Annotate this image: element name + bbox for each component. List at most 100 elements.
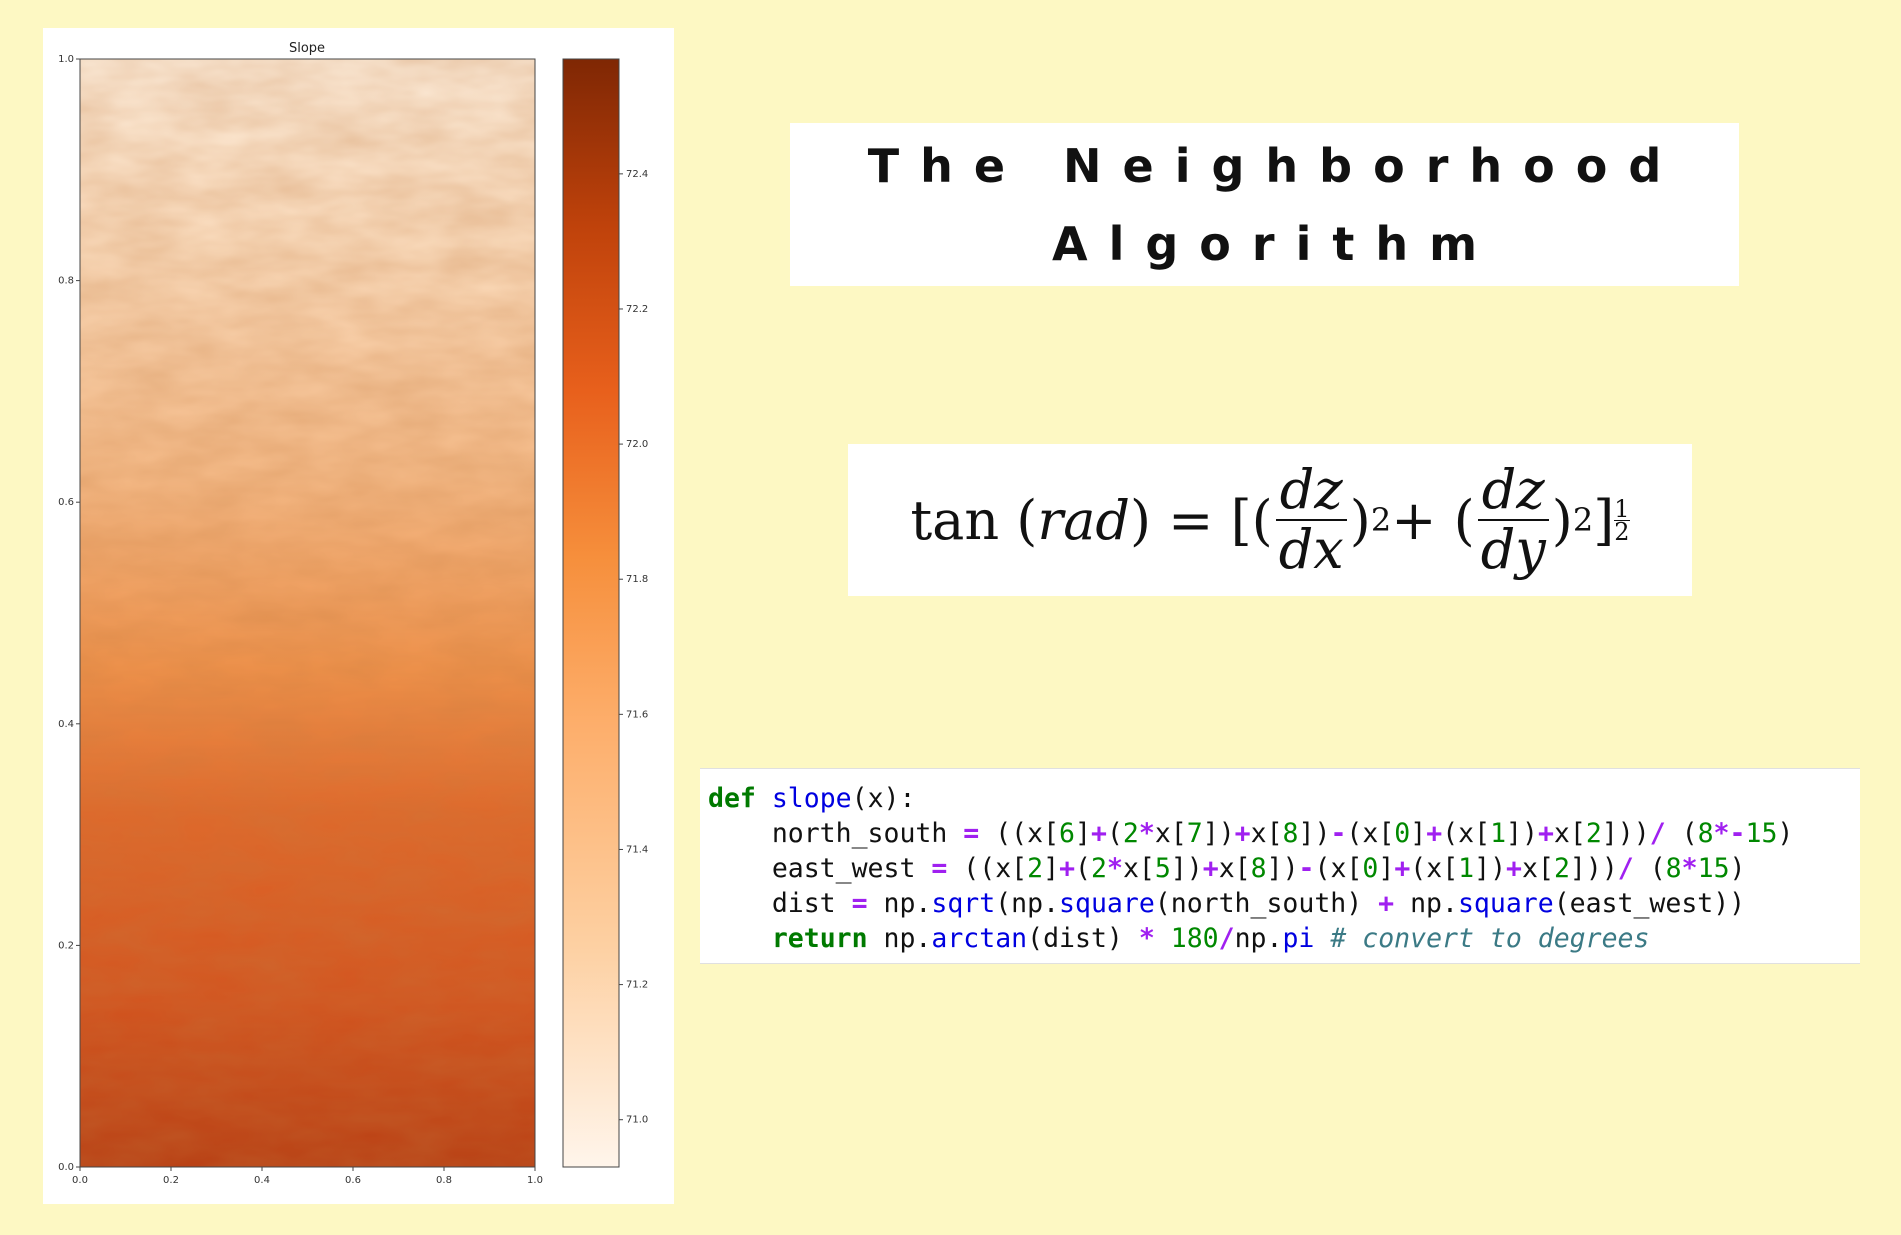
code-text: ])) — [1601, 818, 1650, 849]
code-text: ]) — [1170, 853, 1203, 884]
code-text: ]) — [1202, 818, 1235, 849]
code-op: / — [1649, 818, 1666, 849]
code-text: ]) — [1474, 853, 1507, 884]
code-text — [1314, 923, 1330, 954]
code-line-2: north_south = ((x[6]+(2*x[7])+x[8])-(x[0… — [700, 816, 1860, 851]
formula-close-2: ) — [1551, 488, 1573, 552]
code-op: * — [1713, 818, 1730, 849]
code-text: (x[ — [1410, 853, 1459, 884]
code-num: 15 — [1745, 818, 1778, 849]
code-op: + — [1537, 818, 1554, 849]
code-text: (x[ — [1346, 818, 1395, 849]
x-tick-label: 1.0 — [527, 1175, 543, 1186]
code-text: north_south — [708, 818, 964, 849]
code-text: ((x[ — [979, 818, 1060, 849]
title-box: The Neighborhood Algorithm — [790, 123, 1739, 286]
x-tick-label: 0.4 — [254, 1175, 270, 1186]
code-op: - — [1330, 818, 1347, 849]
code-text: east_west — [708, 853, 932, 884]
code-text: np. — [1394, 888, 1458, 919]
kw-return: return — [771, 923, 868, 954]
formula-exponent-1: 2 — [1370, 501, 1392, 539]
x-tick-label: 0.2 — [163, 1175, 179, 1186]
code-op: + — [1506, 853, 1523, 884]
y-tick-label: 0.6 — [58, 497, 74, 508]
title-line-2: Algorithm — [1051, 216, 1499, 271]
y-tick-label: 0.8 — [58, 276, 74, 287]
code-num: 2 — [1553, 853, 1570, 884]
code-text: ) — [1777, 818, 1794, 849]
code-text: (dist) — [1027, 923, 1139, 954]
code-text: (east_west)) — [1553, 888, 1746, 919]
code-comment: # convert to degrees — [1330, 923, 1650, 954]
slope-heatmap — [79, 58, 536, 1168]
y-axis: 0.00.20.40.60.81.0 — [58, 54, 80, 1173]
code-text: ( — [1075, 853, 1091, 884]
formula-close-1: ) — [1349, 488, 1371, 552]
code-op: / — [1218, 923, 1235, 954]
code-num: 1 — [1458, 853, 1475, 884]
fraction-dz-dy-numerator: dz — [1477, 461, 1549, 521]
colorbar-tick-label: 72.0 — [626, 439, 648, 450]
code-text: (x): — [851, 783, 916, 814]
code-num: 2 — [1091, 853, 1107, 884]
colorbar-tick-label: 72.2 — [626, 304, 648, 315]
code-fn: pi — [1282, 923, 1315, 954]
code-line-5: return np.arctan(dist) * 180/np.pi # con… — [700, 921, 1860, 956]
code-num: 5 — [1154, 853, 1171, 884]
formula-eq: ) = [( — [1129, 488, 1273, 552]
fraction-dz-dx-denominator: dx — [1278, 518, 1344, 581]
formula-bracket: ] — [1593, 488, 1615, 552]
formula-rad: rad — [1037, 488, 1130, 552]
code-text: ]) — [1506, 818, 1538, 849]
fraction-dz-dx-numerator: dz — [1275, 461, 1347, 521]
code-text: np. — [1234, 923, 1283, 954]
code-text: x[ — [1154, 818, 1187, 849]
half-denominator: 2 — [1614, 517, 1630, 546]
code-num: 8 — [1250, 853, 1267, 884]
code-num: 8 — [1665, 853, 1682, 884]
code-op: - — [1729, 818, 1746, 849]
code-num: 2 — [1122, 818, 1139, 849]
code-text: ((x[ — [947, 853, 1028, 884]
code-num: 2 — [1027, 853, 1044, 884]
code-num: 0 — [1362, 853, 1379, 884]
code-op: = — [931, 853, 948, 884]
colorbar-tick-label: 72.4 — [626, 169, 648, 180]
x-tick-label: 0.0 — [72, 1175, 88, 1186]
x-tick-label: 0.6 — [345, 1175, 361, 1186]
code-op: / — [1617, 853, 1634, 884]
code-text: ] — [1378, 853, 1395, 884]
code-fn: arctan — [931, 923, 1028, 954]
code-op: = — [963, 818, 980, 849]
code-num: 2 — [1585, 818, 1602, 849]
x-tick-label: 0.8 — [436, 1175, 452, 1186]
code-op: * — [1681, 853, 1698, 884]
code-op: + — [1090, 818, 1107, 849]
fn-slope: slope — [771, 783, 852, 814]
colorbar-tick-label: 71.6 — [626, 709, 648, 720]
code-op: + — [1234, 818, 1251, 849]
y-tick-label: 1.0 — [58, 54, 74, 65]
code-op: + — [1202, 853, 1219, 884]
x-axis: 0.0 0.2 0.4 0.6 0.8 1.0 — [72, 1167, 543, 1186]
code-text: np. — [867, 888, 932, 919]
code-text: x[ — [1250, 818, 1283, 849]
half-numerator: 1 — [1614, 494, 1630, 523]
code-text — [1155, 923, 1171, 954]
code-text: ] — [1043, 853, 1060, 884]
code-num: 6 — [1059, 818, 1075, 849]
code-op: + — [1378, 888, 1395, 919]
code-num: 180 — [1170, 923, 1219, 954]
code-text — [708, 923, 772, 954]
code-text: ) — [1729, 853, 1746, 884]
code-op: * — [1138, 923, 1155, 954]
code-text: x[ — [1218, 853, 1251, 884]
code-op: * — [1138, 818, 1155, 849]
code-op: + — [1059, 853, 1076, 884]
code-num: 8 — [1282, 818, 1299, 849]
formula-exponent-2: 2 — [1572, 501, 1594, 539]
